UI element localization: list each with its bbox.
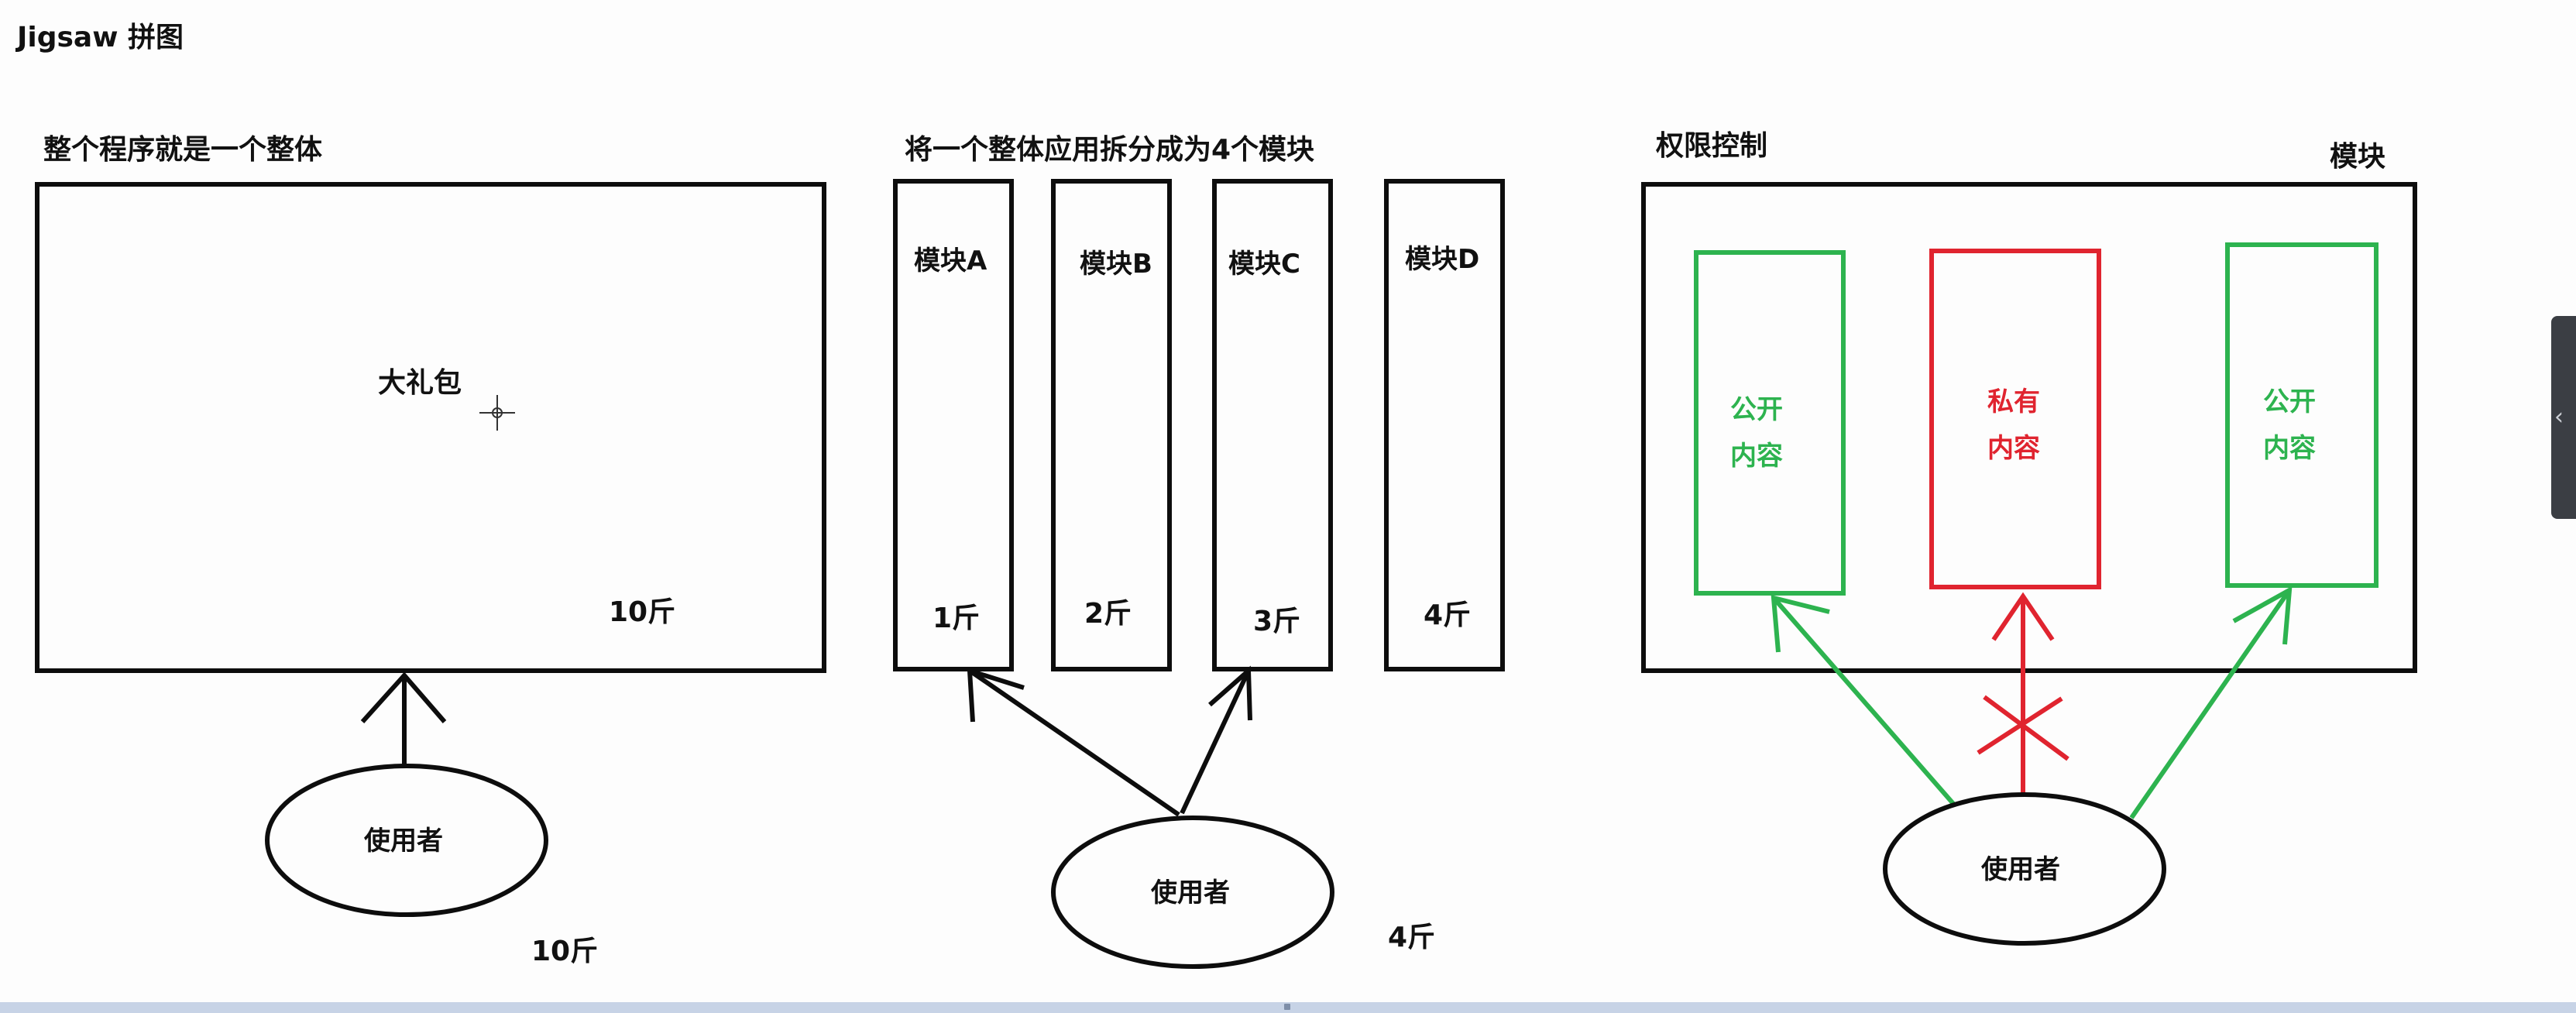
- split-arrow-to-c: [1180, 669, 1251, 815]
- whole-program-box: [35, 182, 826, 673]
- access-module-box: [1641, 182, 2417, 673]
- access-arrowhead-private: [1991, 592, 2055, 641]
- whole-user-arrowhead: [360, 671, 447, 724]
- access-section-title: 权限控制: [1655, 130, 1767, 162]
- public-box-left-line2: 内容: [1730, 441, 1783, 472]
- whole-weight-label: 10斤: [609, 596, 675, 628]
- whole-user-label: 使用者: [363, 826, 443, 857]
- access-user-ellipse: [1883, 792, 2166, 946]
- public-box-left-line1: 公开: [1730, 394, 1783, 425]
- split-arrowhead-a: [967, 667, 1025, 723]
- split-arrowhead-c: [1208, 665, 1252, 721]
- split-user-label: 使用者: [1150, 877, 1230, 908]
- public-box-right-line2: 内容: [2263, 433, 2316, 464]
- module-b-box: [1051, 179, 1172, 671]
- split-section-title: 将一个整体应用拆分成为4个模块: [905, 134, 1314, 166]
- page-title: Jigsaw 拼图: [15, 22, 184, 53]
- access-arrow-public-right: [2129, 589, 2292, 819]
- split-user-ellipse: [1051, 816, 1334, 969]
- module-d-box: [1384, 179, 1505, 671]
- whole-user-ellipse: [265, 764, 548, 917]
- split-arrow-to-a: [968, 668, 1180, 817]
- whole-section-title: 整个程序就是一个整体: [43, 134, 322, 166]
- module-b-label: 模块B: [1080, 249, 1152, 280]
- blocked-cross-icon: [1977, 695, 2069, 761]
- module-c-weight: 3斤: [1253, 606, 1300, 637]
- scrollbar-thumb[interactable]: [1284, 1004, 1290, 1010]
- side-panel-toggle[interactable]: ‹: [2551, 316, 2576, 519]
- access-arrowhead-public-right: [2232, 585, 2293, 645]
- module-a-label: 模块A: [914, 246, 987, 276]
- public-content-box-right: [2225, 242, 2379, 588]
- module-c-label: 模块C: [1228, 249, 1300, 280]
- crosshair-cursor-icon: [479, 395, 515, 431]
- horizontal-scrollbar[interactable]: [0, 1002, 2576, 1013]
- access-arrow-public-left: [1771, 596, 1957, 807]
- public-content-box-left: [1694, 250, 1846, 596]
- private-box-line2: 内容: [1987, 433, 2040, 464]
- private-content-box: [1929, 249, 2101, 589]
- chevron-left-icon: ‹: [2554, 403, 2564, 431]
- private-box-line1: 私有: [1987, 386, 2040, 417]
- module-a-weight: 1斤: [933, 603, 980, 634]
- module-d-label: 模块D: [1405, 244, 1479, 275]
- module-b-weight: 2斤: [1084, 598, 1132, 630]
- access-user-label: 使用者: [1980, 854, 2060, 885]
- module-d-weight: 4斤: [1424, 599, 1471, 631]
- whole-user-weight: 10斤: [531, 936, 598, 967]
- module-a-box: [893, 179, 1014, 671]
- access-arrowhead-public-left: [1771, 595, 1830, 653]
- module-c-box: [1212, 179, 1333, 671]
- public-box-right-line1: 公开: [2263, 386, 2316, 417]
- access-module-label: 模块: [2330, 141, 2385, 173]
- split-user-weight: 4斤: [1388, 922, 1435, 953]
- gift-pack-label: 大礼包: [378, 367, 462, 399]
